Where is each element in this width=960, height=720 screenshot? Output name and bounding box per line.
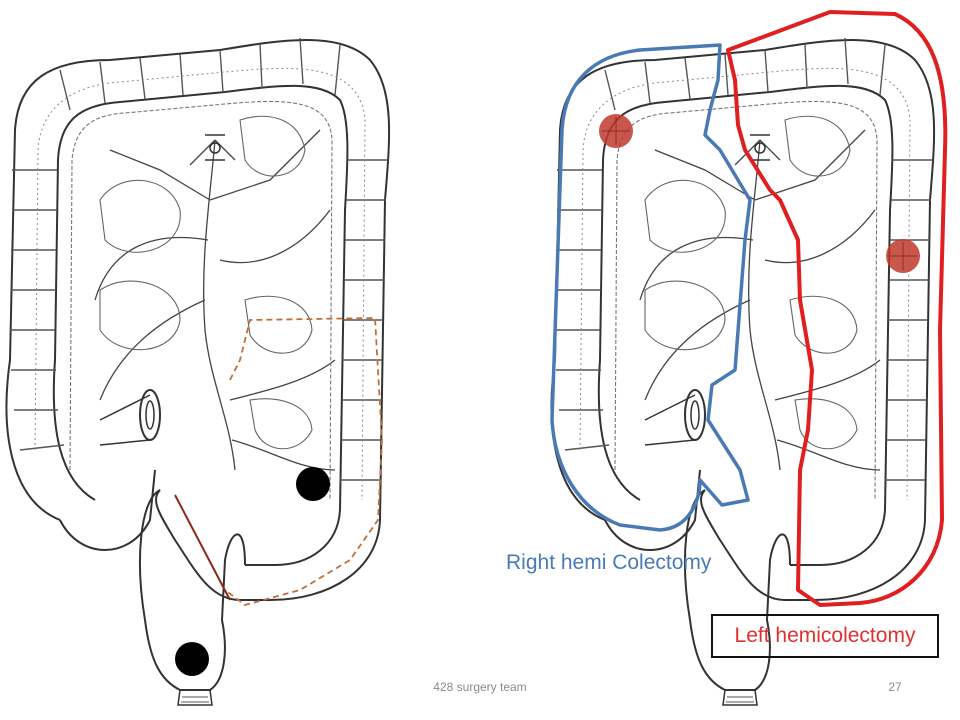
right-hemicolectomy-outline <box>550 43 752 532</box>
tumour-marker-rectum <box>175 642 209 676</box>
left-hemicolectomy-outline <box>726 10 948 607</box>
footer-team: 428 surgery team <box>433 680 527 694</box>
left-hemicolectomy-label-box: Left hemicolectomy <box>711 614 939 658</box>
left-ligation-line <box>174 494 231 601</box>
left-colon-diagram <box>5 37 391 706</box>
left-resection-margin <box>224 317 383 606</box>
left-hemicolectomy-label: Left hemicolectomy <box>734 624 916 647</box>
right-colon-diagram <box>550 10 948 706</box>
tumour-marker-descending <box>296 467 330 501</box>
right-hemi-colectomy-label: Right hemi Colectomy <box>506 551 712 574</box>
page-number: 27 <box>888 680 902 694</box>
